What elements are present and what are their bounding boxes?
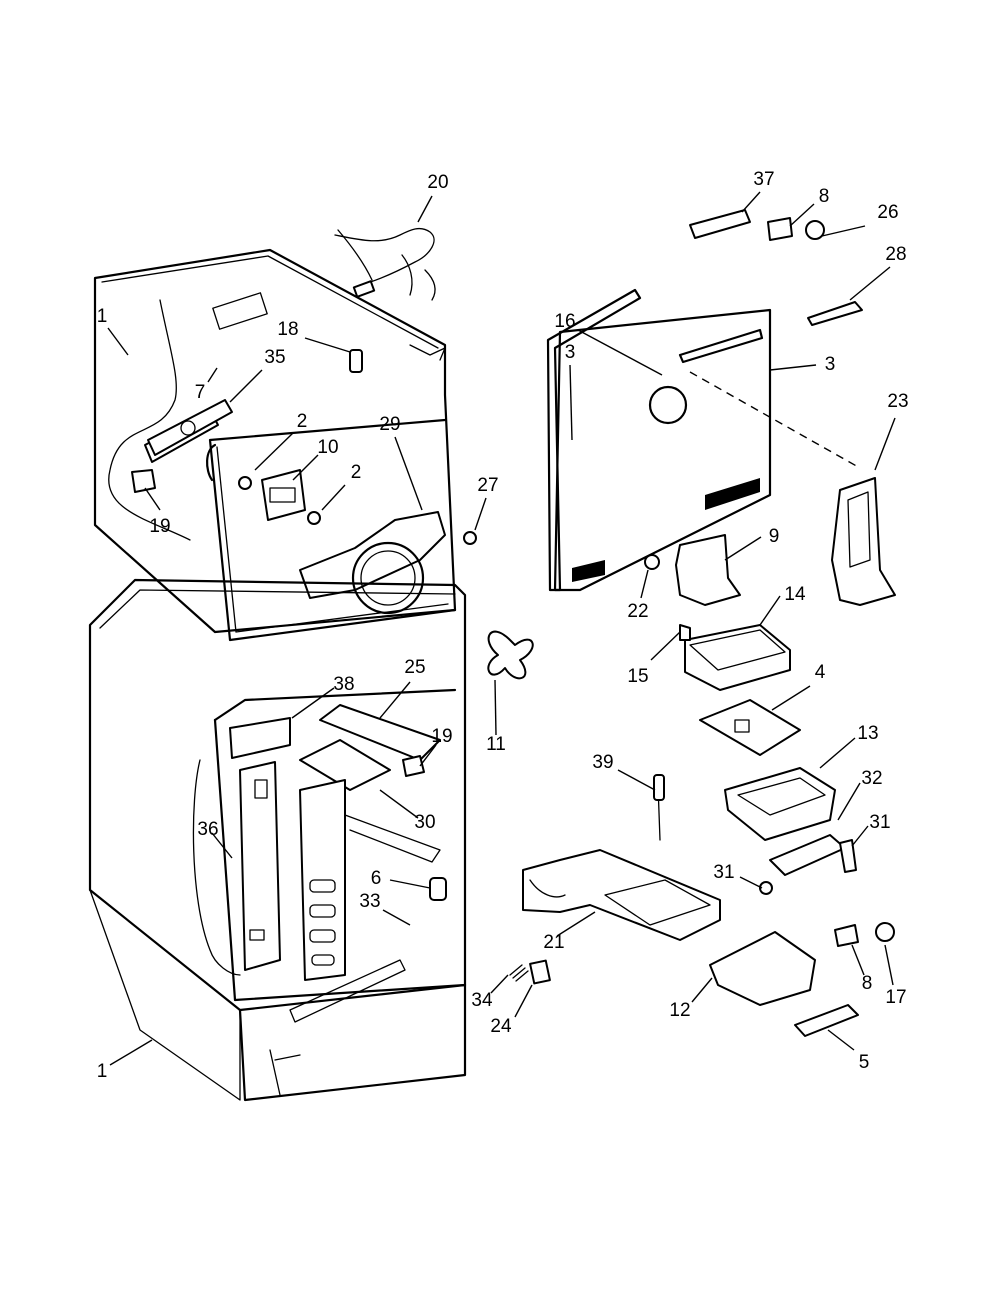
callout-16: 16 [554, 311, 575, 332]
callout-33: 33 [359, 891, 380, 912]
leader-lines [107, 191, 896, 1066]
control-module [679, 624, 836, 841]
callout-37: 37 [753, 169, 774, 190]
callout-23: 23 [887, 391, 908, 412]
callout-28: 28 [885, 244, 906, 265]
callout-12: 12 [669, 1000, 690, 1021]
callout-24: 24 [490, 1016, 512, 1037]
callout-5: 5 [859, 1052, 870, 1073]
callout-1-top: 1 [97, 306, 108, 327]
small-hardware [509, 959, 551, 985]
callout-30: 30 [414, 812, 435, 833]
callout-29: 29 [379, 414, 400, 435]
lower-cabinet-small-parts [289, 755, 447, 1023]
callout-3-left: 3 [565, 342, 576, 363]
callout-19-upper: 19 [149, 516, 170, 537]
callout-17: 17 [885, 987, 906, 1008]
callout-3-right: 3 [825, 354, 836, 375]
fresh-food-light-assembly [709, 922, 895, 1037]
callout-9: 9 [769, 526, 780, 547]
freezer-light-parts [131, 349, 363, 493]
callout-31-right: 31 [869, 812, 890, 833]
damper-control [644, 534, 741, 606]
callout-32: 32 [861, 768, 882, 789]
light-lens-and-screws [759, 834, 857, 895]
control-housing [147, 399, 233, 456]
callout-8-top: 8 [819, 186, 830, 207]
callout-36: 36 [197, 819, 218, 840]
thermistor [653, 774, 665, 841]
callout-35: 35 [264, 347, 285, 368]
callout-27: 27 [477, 475, 498, 496]
freezer-light-assembly [689, 209, 863, 326]
damper-assembly [238, 469, 321, 525]
callout-21: 21 [543, 932, 564, 953]
callout-2-lower: 2 [351, 462, 362, 483]
callout-6: 6 [371, 868, 382, 889]
control-cover [299, 704, 441, 981]
fresh-food-liner [88, 578, 467, 1102]
callout-20: 20 [427, 172, 448, 193]
callout-13: 13 [857, 723, 878, 744]
callout-31-left: 31 [713, 862, 734, 883]
control-housing-lower [522, 849, 721, 941]
air-duct [229, 717, 291, 971]
callout-19-lower: 19 [431, 726, 452, 747]
callout-38: 38 [333, 674, 354, 695]
callout-39: 39 [592, 752, 613, 773]
callout-22: 22 [627, 601, 648, 622]
callout-2-upper: 2 [297, 411, 308, 432]
callout-26: 26 [877, 202, 898, 223]
wiring-harness [334, 227, 436, 301]
callout-8-bottom: 8 [862, 973, 873, 994]
callout-7: 7 [195, 382, 206, 403]
divider-panel [546, 288, 772, 592]
callout-labels: 20 37 8 26 28 1 18 35 7 16 3 3 23 2 10 2… [97, 169, 909, 1082]
callout-18: 18 [277, 319, 298, 340]
callout-34: 34 [471, 990, 493, 1011]
callout-14: 14 [784, 584, 806, 605]
callout-1-bottom: 1 [97, 1061, 108, 1082]
callout-25: 25 [404, 657, 425, 678]
callout-10: 10 [317, 437, 338, 458]
callout-4: 4 [815, 662, 826, 683]
air-tower [831, 477, 896, 606]
evaporator-fan-assembly [299, 511, 534, 680]
callout-15: 15 [627, 666, 648, 687]
callout-11: 11 [486, 734, 506, 755]
